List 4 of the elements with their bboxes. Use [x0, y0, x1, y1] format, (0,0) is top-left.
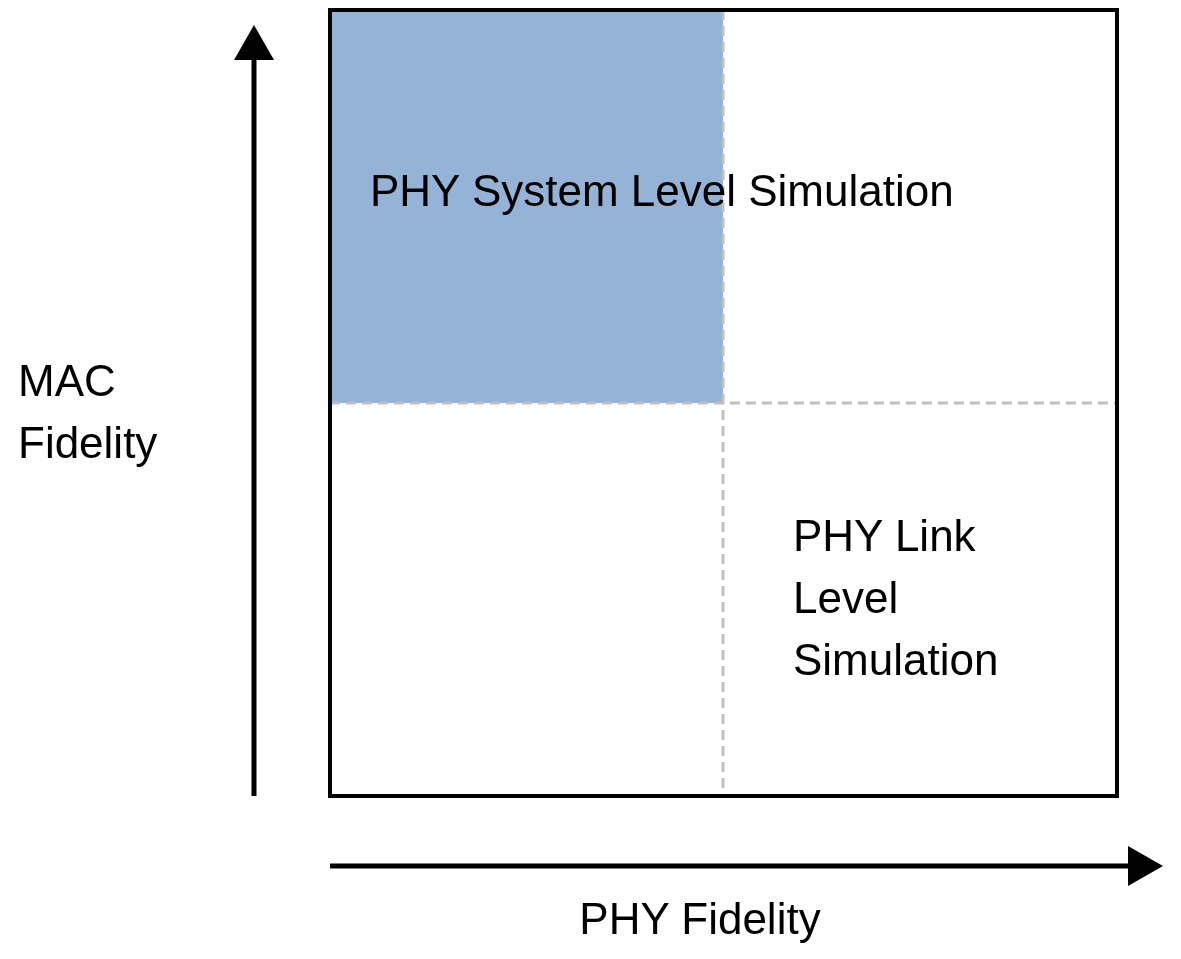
quadrant-label: PHY Link Level Simulation [793, 510, 1000, 686]
axis-title: MAC Fidelity [18, 355, 159, 469]
quadrant-label: PHY System Level Simulation [370, 165, 954, 217]
axis-title: PHY Fidelity [578, 893, 822, 945]
